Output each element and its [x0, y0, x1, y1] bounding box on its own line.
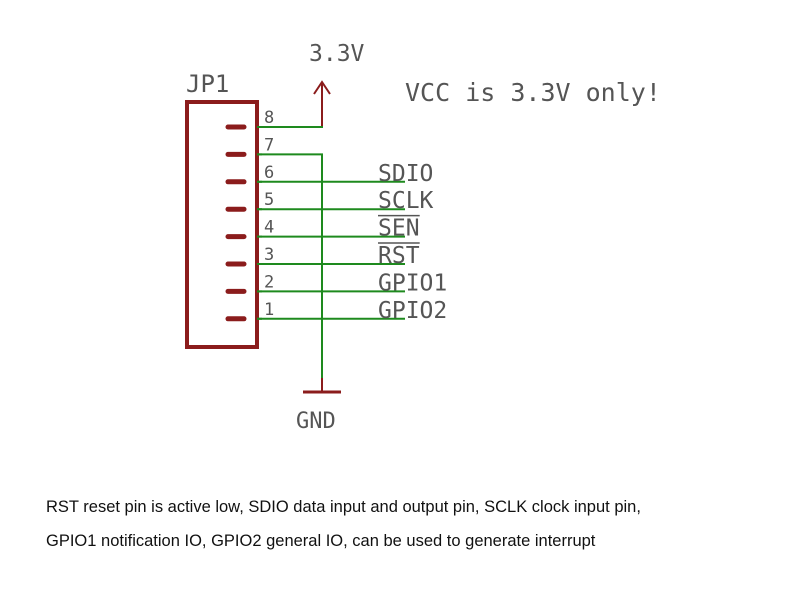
header-body	[185, 100, 259, 349]
caption-line-1: RST reset pin is active low, SDIO data i…	[46, 498, 641, 516]
header-ref-label: JP1	[186, 70, 229, 98]
pin-number-7: 7	[264, 135, 274, 155]
ground-symbol-icon	[303, 378, 341, 394]
wires	[257, 120, 405, 378]
signal-label-rst: RST	[378, 243, 420, 269]
pin-number-5: 5	[264, 190, 274, 210]
power-label: 3.3V	[309, 41, 365, 67]
pin-number-3: 3	[264, 245, 274, 265]
caption-line-2: GPIO1 notification IO, GPIO2 general IO,…	[46, 532, 596, 550]
signal-label-sen: SEN	[378, 216, 420, 242]
header-pins: 8 7 6 5 4 3 2 1	[225, 108, 274, 322]
signal-label-sclk: SCLK	[378, 188, 434, 214]
pin-number-4: 4	[264, 218, 274, 238]
pin-number-8: 8	[264, 108, 274, 128]
arrow-up-icon	[313, 80, 331, 126]
signal-label-gpio2: GPIO2	[378, 298, 447, 324]
ground-label: GND	[296, 409, 336, 434]
power-note: VCC is 3.3V only!	[405, 78, 661, 107]
signal-label-sdio: SDIO	[378, 161, 433, 187]
pin-number-1: 1	[264, 300, 274, 320]
pin-number-6: 6	[264, 163, 274, 183]
wire-gnd	[257, 153, 323, 378]
signal-label-gpio1: GPIO1	[378, 270, 447, 296]
pin-number-2: 2	[264, 272, 274, 292]
